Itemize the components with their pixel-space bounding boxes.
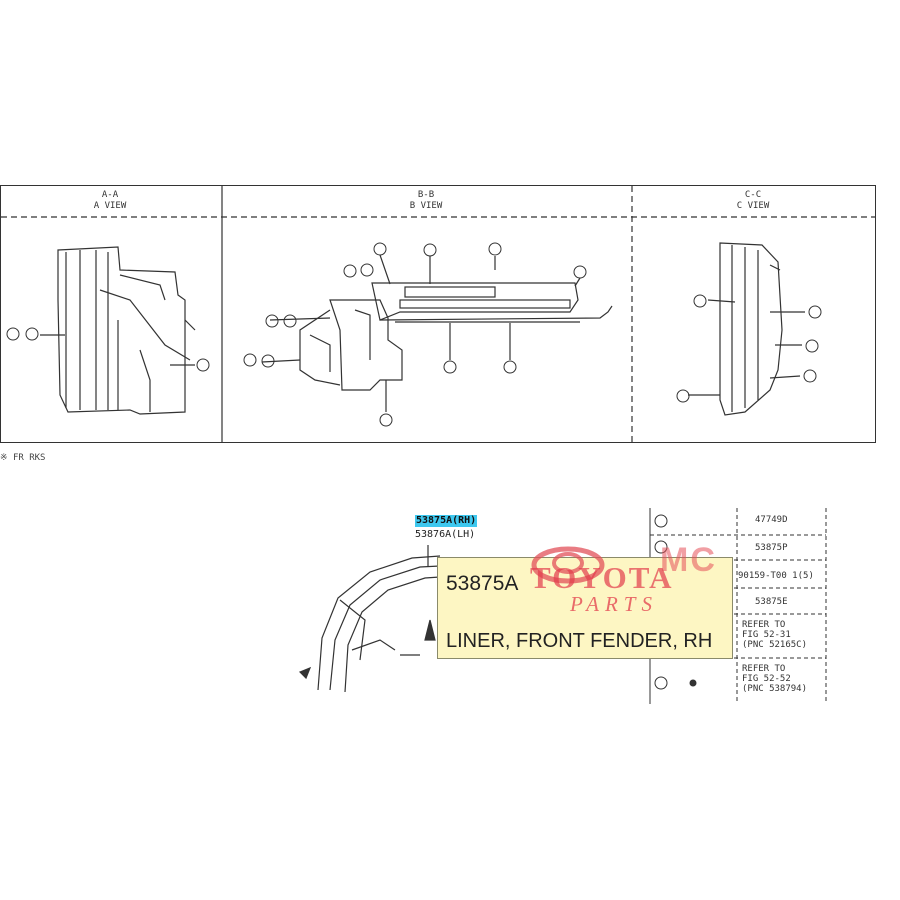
table-refer-1-line2: FIG 52-31 <box>742 630 791 640</box>
view-b-drawing <box>261 254 613 412</box>
table-refer-1-line3: (PNC 52165C) <box>742 640 808 650</box>
part-tooltip: 53875A LINER, FRONT FENDER, RH <box>437 557 733 659</box>
table-code-3: 90159-T00 1(5) <box>738 571 814 581</box>
watermark-brand: TOYOTA <box>530 560 674 595</box>
liner-illustration <box>298 545 441 693</box>
table-refer-2-line3: (PNC 538794) <box>742 684 808 694</box>
view-b-heading: B-B B VIEW <box>386 190 466 212</box>
tooltip-part-code: 53875A <box>446 572 519 595</box>
table-code-2: 53875P <box>755 543 788 553</box>
table-code-1: 47749D <box>755 515 788 525</box>
table-refer-2-line2: FIG 52-52 <box>742 674 791 684</box>
view-c-title: C-C <box>744 190 762 200</box>
view-b-title: B-B <box>417 190 435 200</box>
view-a-heading: A-A A VIEW <box>70 190 150 212</box>
highlighted-part-code[interactable]: 53875A(RH) <box>415 515 478 527</box>
table-refer-2-line1: REFER TO <box>742 664 786 674</box>
reference-table: 47749D 53875P 90159-T00 1(5) 53875E REFE… <box>650 508 830 704</box>
toyota-logo-watermark <box>531 546 605 584</box>
watermark-mc: MC <box>660 541 717 579</box>
view-c-drawing <box>688 242 805 416</box>
callout-markers <box>6 242 822 427</box>
view-b-subtitle: B VIEW <box>409 201 443 211</box>
reference-note: ※ FR RKS <box>0 453 46 463</box>
view-c-subtitle: C VIEW <box>736 201 770 211</box>
diagram-views-panel <box>0 185 876 443</box>
table-code-4: 53875E <box>755 597 788 607</box>
view-a-drawing <box>40 246 196 415</box>
tooltip-part-description: LINER, FRONT FENDER, RH <box>446 630 713 652</box>
table-refer-1-line1: REFER TO <box>742 620 786 630</box>
view-a-title: A-A <box>101 190 119 200</box>
view-a-subtitle: A VIEW <box>93 201 127 211</box>
watermark-sub: PARTS <box>570 592 658 616</box>
lh-part-code[interactable]: 53876A(LH) <box>415 529 476 540</box>
view-c-heading: C-C C VIEW <box>713 190 793 212</box>
